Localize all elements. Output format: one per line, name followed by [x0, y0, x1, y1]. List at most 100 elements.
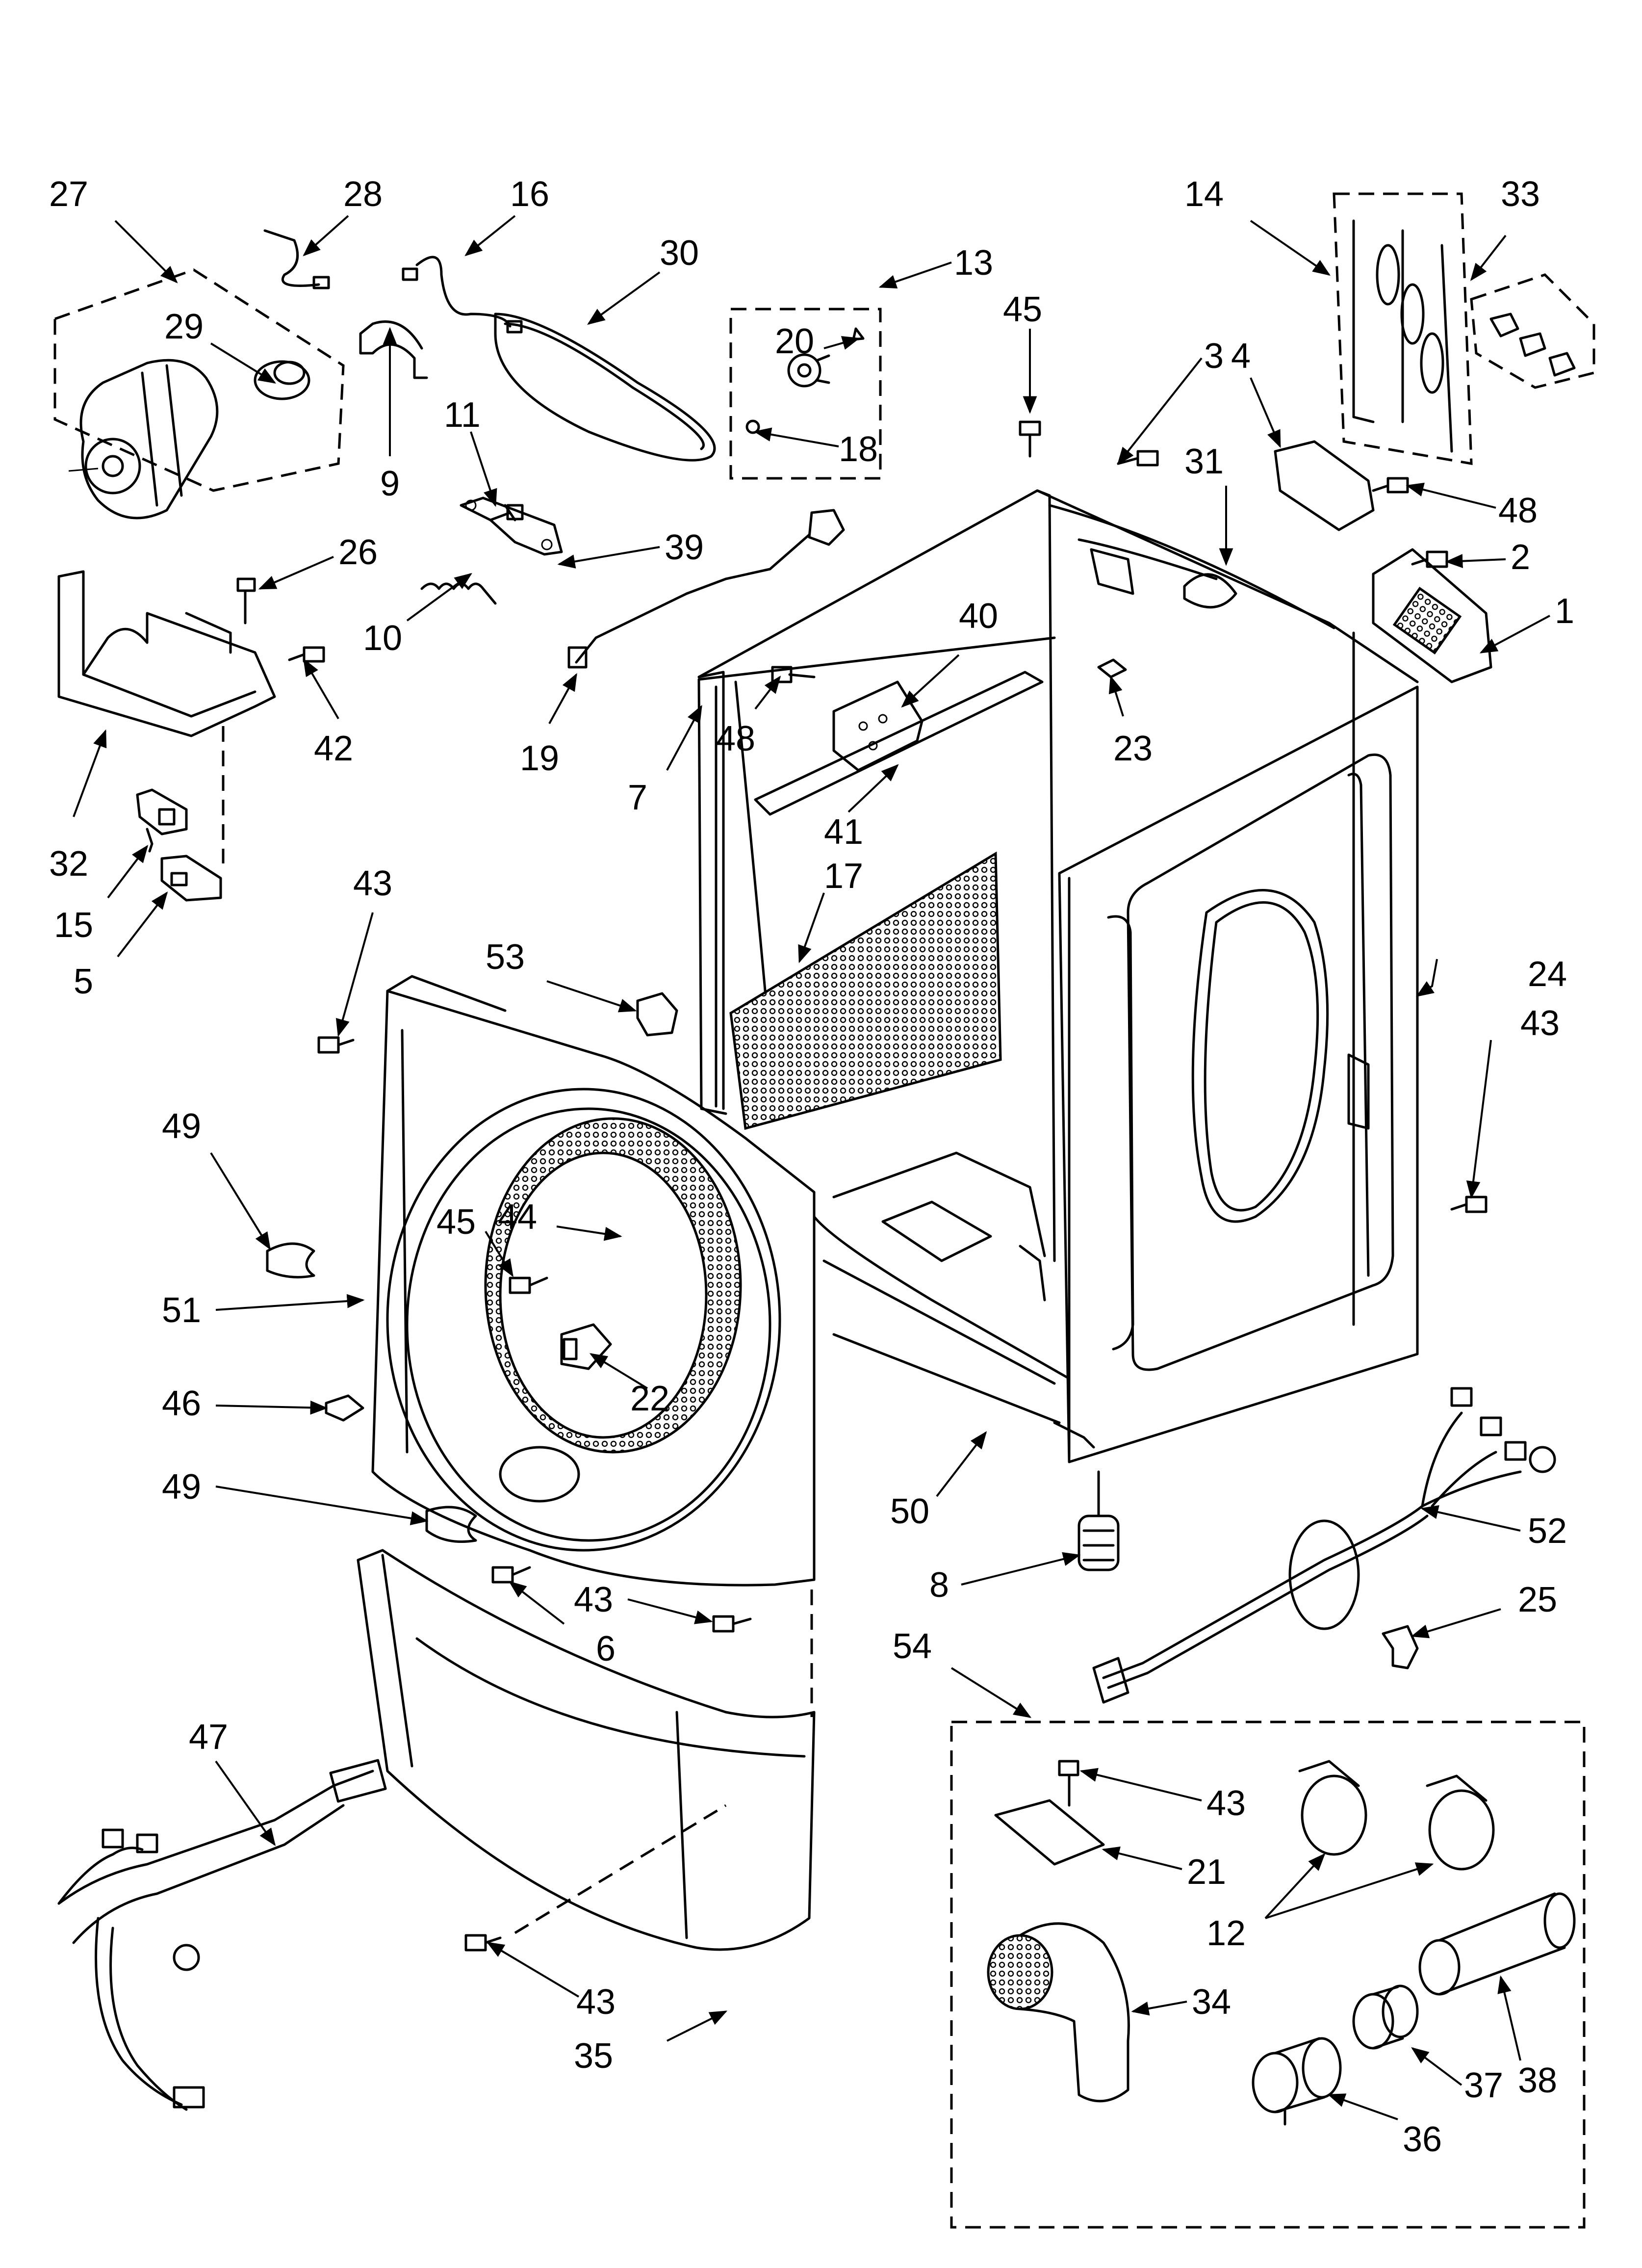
callout-42: 42: [314, 729, 353, 768]
screw-11: [489, 504, 524, 521]
callout-39: 39: [665, 528, 704, 567]
lamp-sockets: [1352, 219, 1453, 453]
callout-8: 8: [929, 1565, 949, 1605]
callout-37: 37: [1464, 2066, 1503, 2105]
leveling-leg: [1078, 1470, 1120, 1571]
left-side-panel: [697, 636, 1056, 1115]
screw-26: [236, 577, 256, 625]
wire-harness-19: [567, 509, 845, 669]
callout-labels: 27 28 16 30 13 20 18 45 14 33 29 9 11 4 …: [49, 175, 1574, 2159]
callout-25: 25: [1518, 1580, 1557, 1619]
callout-21: 21: [1187, 1852, 1226, 1892]
exhaust-coupler: [1352, 1984, 1419, 2050]
callout-43-toe: 43: [576, 1982, 616, 2022]
callout-50: 50: [890, 1492, 929, 1531]
callout-11: 11: [444, 395, 481, 435]
switch-wire: [263, 229, 320, 287]
drum-felt-seal: [484, 1117, 742, 1454]
motor-switch: [136, 788, 188, 853]
callout-38: 38: [1518, 2061, 1557, 2100]
panel-clip-upper: [266, 1242, 315, 1278]
callout-16: 16: [510, 175, 549, 214]
callout-19: 19: [520, 739, 559, 778]
drive-belt: [494, 313, 716, 462]
socket-kit-dashed-box: [1470, 273, 1595, 389]
callout-46: 46: [162, 1384, 201, 1423]
callout-28: 28: [343, 175, 383, 214]
callout-4: 4: [1231, 337, 1251, 376]
callout-49-lower: 49: [162, 1467, 201, 1507]
callout-41: 41: [824, 812, 863, 852]
callout-10: 10: [363, 619, 402, 658]
callout-22: 22: [630, 1379, 669, 1418]
screw-48-cabinet: [771, 666, 816, 683]
main-wire-harness: [57, 1759, 387, 2111]
lamp-socket-kit: [1489, 313, 1576, 377]
front-panel-knob-recess: [499, 1446, 580, 1503]
screw-3: [1117, 450, 1159, 467]
callout-36: 36: [1403, 2120, 1442, 2159]
callout-49-upper: 49: [162, 1107, 201, 1146]
callout-30: 30: [660, 234, 699, 273]
cabinet-clip: [1097, 658, 1127, 678]
callout-43-exhaust: 43: [1206, 1784, 1246, 1823]
callout-48-left: 48: [716, 719, 755, 758]
lamp-kit-dashed-box: [1333, 192, 1473, 465]
callout-31: 31: [1184, 442, 1224, 481]
screw-48-bracket: [1372, 477, 1409, 494]
callout-23: 23: [1113, 729, 1153, 768]
clip-53: [636, 992, 678, 1037]
callout-48-right: 48: [1498, 491, 1538, 530]
screw-6: [491, 1566, 531, 1584]
screw-43-side: [1450, 1196, 1488, 1213]
lamp-bracket: [1274, 440, 1375, 531]
callout-1: 1: [1555, 592, 1574, 631]
cabinet-brace: [754, 671, 1044, 816]
callout-3: 3: [1204, 337, 1224, 376]
callout-35: 35: [574, 2036, 613, 2076]
callout-7: 7: [628, 778, 647, 817]
callout-27: 27: [49, 175, 88, 214]
callout-52: 52: [1528, 1512, 1567, 1551]
idler-kit-dashed-box: [729, 308, 882, 480]
callout-40: 40: [959, 597, 998, 636]
exhaust-elbow: [987, 1922, 1130, 2103]
callout-44: 44: [498, 1198, 537, 1237]
power-cord: [1092, 1387, 1556, 1704]
clip-46: [325, 1394, 364, 1422]
screw-45-top: [1019, 420, 1041, 458]
callout-47: 47: [189, 1718, 228, 1757]
callout-15: 15: [54, 906, 93, 945]
callout-9: 9: [380, 464, 400, 503]
vent-cover: [1372, 548, 1492, 683]
callout-43-front-top: 43: [353, 864, 392, 903]
callout-18: 18: [839, 430, 878, 469]
callout-45-front: 45: [436, 1202, 476, 1242]
callout-24: 24: [1528, 955, 1567, 994]
callout-43-side: 43: [1520, 1004, 1560, 1043]
callout-17: 17: [824, 857, 863, 896]
screw-43-front-bottom: [712, 1615, 752, 1633]
callout-2: 2: [1511, 538, 1530, 577]
screw-43-front-top: [317, 1036, 355, 1054]
leader-lines: [73, 215, 1550, 2120]
callout-29: 29: [164, 307, 204, 346]
callout-20: 20: [775, 322, 814, 361]
right-side-panel: [1058, 685, 1419, 1463]
screw-45-front: [509, 1277, 548, 1294]
panel-clip-lower: [425, 1506, 477, 1543]
front-panel: [371, 975, 816, 1587]
callout-43-front-bottom: 43: [574, 1580, 613, 1619]
callout-26: 26: [338, 533, 378, 572]
exhaust-plate: [994, 1760, 1105, 1866]
cord-clip: [1382, 1625, 1419, 1669]
motor-kit-dashed-box: [53, 268, 345, 492]
callout-54: 54: [893, 1627, 932, 1666]
motor-mount-bracket: [57, 570, 276, 737]
callout-53: 53: [486, 938, 525, 977]
motor-pulley: [254, 360, 310, 400]
exhaust-tube-long: [1418, 1892, 1576, 1996]
callout-5: 5: [74, 962, 93, 1001]
